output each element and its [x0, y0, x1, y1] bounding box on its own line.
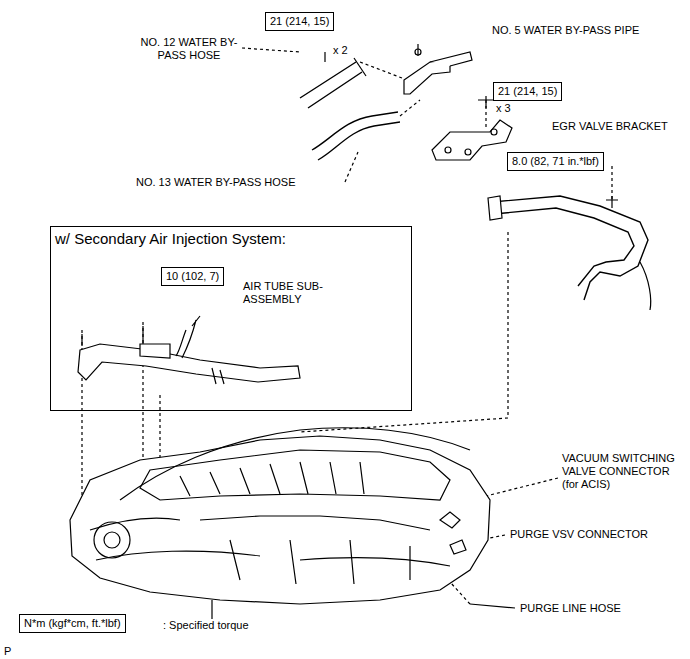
part-label: NO. 13 WATER BY-PASS HOSE — [136, 176, 296, 189]
torque-box: 8.0 (82, 71 in.*lbf) — [507, 152, 604, 171]
part-label: NO. 5 WATER BY-PASS PIPE — [492, 24, 639, 37]
part-label: NO. 12 WATER BY-PASS HOSE — [136, 36, 242, 62]
torque-value: 21 (214, 15) — [270, 15, 329, 27]
part-label: VACUUM SWITCHING VALVE CONNECTOR (for AC… — [562, 452, 686, 491]
part-label: EGR VALVE BRACKET — [552, 120, 668, 133]
part-label: x 3 — [496, 102, 511, 115]
torque-box: 10 (102, 7) — [161, 267, 224, 286]
torque-box: 21 (214, 15) — [493, 82, 562, 101]
torque-value: 10 (102, 7) — [166, 270, 219, 282]
part-label: P — [4, 645, 11, 658]
part-label: : Specified torque — [163, 619, 249, 632]
torque-box: 21 (214, 15) — [265, 12, 334, 31]
torque-value: 21 (214, 15) — [498, 85, 557, 97]
torque-value: 8.0 (82, 71 in.*lbf) — [512, 155, 599, 167]
torque-value: N*m (kgf*cm, ft.*lbf) — [24, 617, 121, 629]
part-label: PURGE VSV CONNECTOR — [510, 528, 648, 541]
variant-frame: w/ Secondary Air Injection System: 10 (10… — [50, 226, 412, 411]
part-label: AIR TUBE SUB-ASSEMBLY — [243, 280, 339, 306]
part-label: x 2 — [333, 44, 348, 57]
part-label: PURGE LINE HOSE — [520, 602, 621, 615]
variant-heading: w/ Secondary Air Injection System: — [51, 227, 290, 251]
torque-box: N*m (kgf*cm, ft.*lbf) — [19, 614, 126, 633]
